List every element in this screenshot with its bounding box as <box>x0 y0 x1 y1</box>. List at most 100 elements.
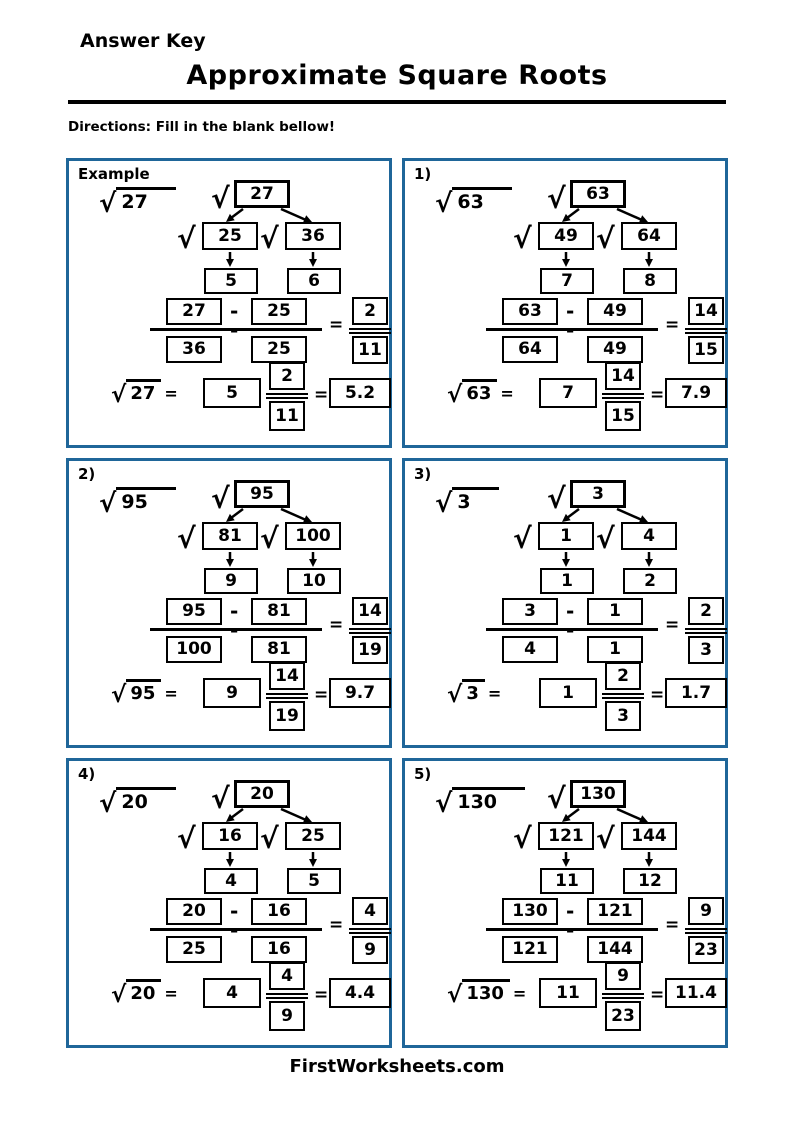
final-fraction-bar <box>266 693 308 699</box>
equals-sign: = <box>314 985 329 1005</box>
final-radicand: 27 <box>126 379 162 404</box>
fraction-numerator-right-box: 81 <box>251 598 307 625</box>
problem-panel-1: 1) √63 √ 63 √ 49 √ 64 7 8 63 - 49 64 - 4… <box>402 158 728 448</box>
final-fraction-bar <box>266 393 308 399</box>
title-divider <box>68 100 726 104</box>
radical-icon: √ <box>435 489 453 519</box>
tree-arrows-icon <box>226 807 317 867</box>
equals-sign: = <box>665 615 680 635</box>
fraction-numerator-left-box: 27 <box>166 298 222 325</box>
tree-arrows-icon <box>562 207 653 267</box>
tree-top-box: 27 <box>234 180 290 208</box>
tree-upper-root-box: 8 <box>623 268 677 294</box>
panel-label: 4) <box>78 765 96 783</box>
fraction-numerator-right-box: 1 <box>587 598 643 625</box>
tree-top-box: 130 <box>570 780 626 808</box>
fraction-denominator-left-box: 100 <box>166 636 222 663</box>
result-fraction-bar <box>685 328 727 334</box>
fraction-numerator-right-box: 16 <box>251 898 307 925</box>
sqrt-expression: √130 <box>435 787 526 819</box>
tree-top-box: 95 <box>234 480 290 508</box>
radicand: 3 <box>452 487 499 513</box>
tree-arrows-icon <box>562 807 653 867</box>
final-sqrt-expression: √3= <box>447 679 501 708</box>
radical-icon: √ <box>435 189 453 219</box>
sqrt-expression: √27 <box>99 187 176 219</box>
final-sqrt-expression: √63= <box>447 379 514 408</box>
problem-panel-4: 4) √20 √ 20 √ 16 √ 25 4 5 20 - 16 25 - 1… <box>66 758 392 1048</box>
result-fraction-denominator-box: 9 <box>352 936 388 964</box>
tree-upper-square-box: 36 <box>285 222 341 250</box>
result-fraction-bar <box>685 928 727 934</box>
tree-lower-root-box: 4 <box>204 868 258 894</box>
fraction-numerator-right-box: 49 <box>587 298 643 325</box>
equals-sign: = <box>650 685 665 705</box>
equals-sign: = <box>665 915 680 935</box>
final-decimal-box: 5.2 <box>329 378 391 408</box>
sqrt-expression: √63 <box>435 187 512 219</box>
sqrt-expression: √3 <box>435 487 499 519</box>
tree-upper-root-box: 5 <box>287 868 341 894</box>
result-fraction-numerator-box: 2 <box>688 597 724 625</box>
tree-upper-square-box: 144 <box>621 822 677 850</box>
tree-top-box: 20 <box>234 780 290 808</box>
final-fraction-denominator-box: 11 <box>269 401 305 431</box>
fraction-numerator-left-box: 95 <box>166 598 222 625</box>
fraction-denominator-right-box: 144 <box>587 936 643 963</box>
tree-arrows-icon <box>226 507 317 567</box>
fraction-bar <box>150 628 322 631</box>
minus-sign: - <box>566 318 575 342</box>
fraction-denominator-left-box: 25 <box>166 936 222 963</box>
final-sqrt-expression: √130= <box>447 979 526 1008</box>
radical-icon: √ <box>260 822 279 855</box>
final-sqrt-expression: √27= <box>111 379 178 408</box>
radical-icon: √ <box>177 822 196 855</box>
fraction-denominator-right-box: 25 <box>251 336 307 363</box>
result-fraction-numerator-box: 14 <box>688 297 724 325</box>
result-fraction-denominator-box: 19 <box>352 636 388 664</box>
radical-icon: √ <box>211 182 230 215</box>
final-whole-number-box: 4 <box>203 978 261 1008</box>
radical-icon: √ <box>99 189 117 219</box>
tree-upper-root-box: 2 <box>623 568 677 594</box>
equals-sign: = <box>650 385 665 405</box>
final-fraction-denominator-box: 15 <box>605 401 641 431</box>
radical-icon: √ <box>177 522 196 555</box>
tree-upper-square-box: 64 <box>621 222 677 250</box>
minus-sign: - <box>230 618 239 642</box>
tree-lower-root-box: 9 <box>204 568 258 594</box>
result-fraction-numerator-box: 4 <box>352 897 388 925</box>
final-fraction-bar <box>602 693 644 699</box>
equals-sign: = <box>329 615 344 635</box>
radicand: 130 <box>452 787 526 813</box>
equals-sign: = <box>329 915 344 935</box>
minus-sign: - <box>230 899 239 923</box>
result-fraction-bar <box>349 628 391 634</box>
radical-icon: √ <box>596 822 615 855</box>
minus-sign: - <box>230 599 239 623</box>
radical-icon: √ <box>260 222 279 255</box>
fraction-denominator-left-box: 64 <box>502 336 558 363</box>
radical-icon: √ <box>513 822 532 855</box>
tree-upper-root-box: 12 <box>623 868 677 894</box>
tree-arrows-icon <box>226 207 317 267</box>
radical-icon: √ <box>435 789 453 819</box>
final-decimal-box: 9.7 <box>329 678 391 708</box>
final-fraction-bar <box>602 993 644 999</box>
fraction-numerator-right-box: 121 <box>587 898 643 925</box>
equals-sign: = <box>314 385 329 405</box>
fraction-denominator-right-box: 1 <box>587 636 643 663</box>
equals-sign: = <box>329 315 344 335</box>
result-fraction-denominator-box: 11 <box>352 336 388 364</box>
fraction-denominator-right-box: 81 <box>251 636 307 663</box>
fraction-denominator-left-box: 4 <box>502 636 558 663</box>
radical-icon: √ <box>211 482 230 515</box>
tree-upper-square-box: 25 <box>285 822 341 850</box>
tree-upper-square-box: 4 <box>621 522 677 550</box>
final-fraction-numerator-box: 4 <box>269 962 305 990</box>
result-fraction-bar <box>349 928 391 934</box>
fraction-bar <box>486 928 658 931</box>
radicand: 63 <box>452 187 512 213</box>
result-fraction-denominator-box: 15 <box>688 336 724 364</box>
